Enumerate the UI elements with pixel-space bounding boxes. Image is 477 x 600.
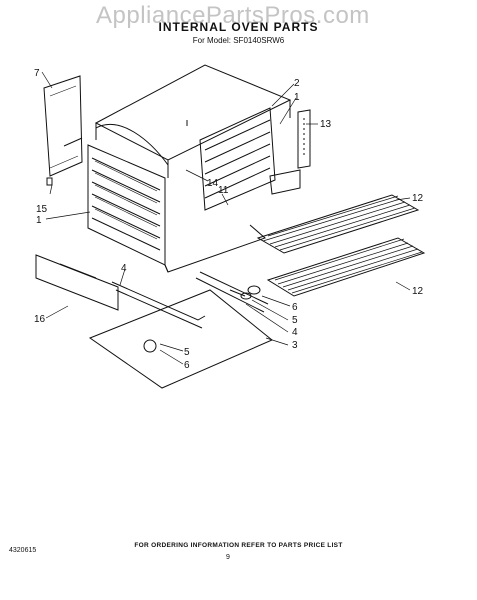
door-liner — [43, 75, 83, 186]
callout-16: 16 — [34, 314, 46, 325]
document-number: 4320615 — [9, 547, 37, 554]
callout-3: 3 — [292, 340, 298, 351]
bottom-trim — [35, 254, 119, 311]
oven-cavity — [94, 64, 292, 178]
heating-element — [111, 271, 269, 329]
callout-4-top: 4 — [121, 263, 127, 274]
callout-7: 7 — [34, 68, 40, 79]
exploded-view-drawing: 7 2 1 13 14 11 15 1 12 12 4 16 6 5 4 3 5… — [34, 64, 426, 389]
callout-2: 2 — [294, 78, 300, 89]
callout-4-right: 4 — [292, 327, 298, 338]
watermark: AppliancePartsPros.com — [96, 2, 370, 29]
model-line: For Model: SF0140SRW6 — [192, 36, 285, 45]
callout-12-upper: 12 — [412, 193, 424, 204]
callout-11: 11 — [218, 185, 229, 196]
callout-15: 15 — [36, 204, 48, 215]
left-side-panel — [87, 144, 166, 266]
bottom-pan — [88, 285, 273, 389]
vent-strip — [297, 109, 311, 169]
oven-rack-lower — [266, 237, 426, 297]
callout-12-lower: 12 — [412, 286, 424, 297]
callout-1-top: 1 — [294, 92, 300, 103]
right-side-panel — [199, 107, 301, 211]
callout-5-bottom: 5 — [184, 347, 190, 358]
diagram-title: INTERNAL OVEN PARTS — [158, 20, 319, 34]
ordering-note: FOR ORDERING INFORMATION REFER TO PARTS … — [134, 542, 343, 549]
page-number: 9 — [226, 554, 230, 561]
oven-rack-upper — [256, 194, 420, 254]
callout-6-bottom: 6 — [184, 360, 190, 371]
oven-floor — [164, 224, 266, 273]
callout-5-right: 5 — [292, 315, 298, 326]
callout-1-left: 1 — [36, 215, 42, 226]
callout-14: 14 — [207, 178, 219, 189]
callout-labels: 7 2 1 13 14 11 15 1 12 12 4 16 6 5 4 3 5… — [34, 68, 424, 371]
callout-6-right: 6 — [292, 302, 298, 313]
callout-13: 13 — [320, 119, 332, 130]
leader-lines — [41, 71, 411, 365]
